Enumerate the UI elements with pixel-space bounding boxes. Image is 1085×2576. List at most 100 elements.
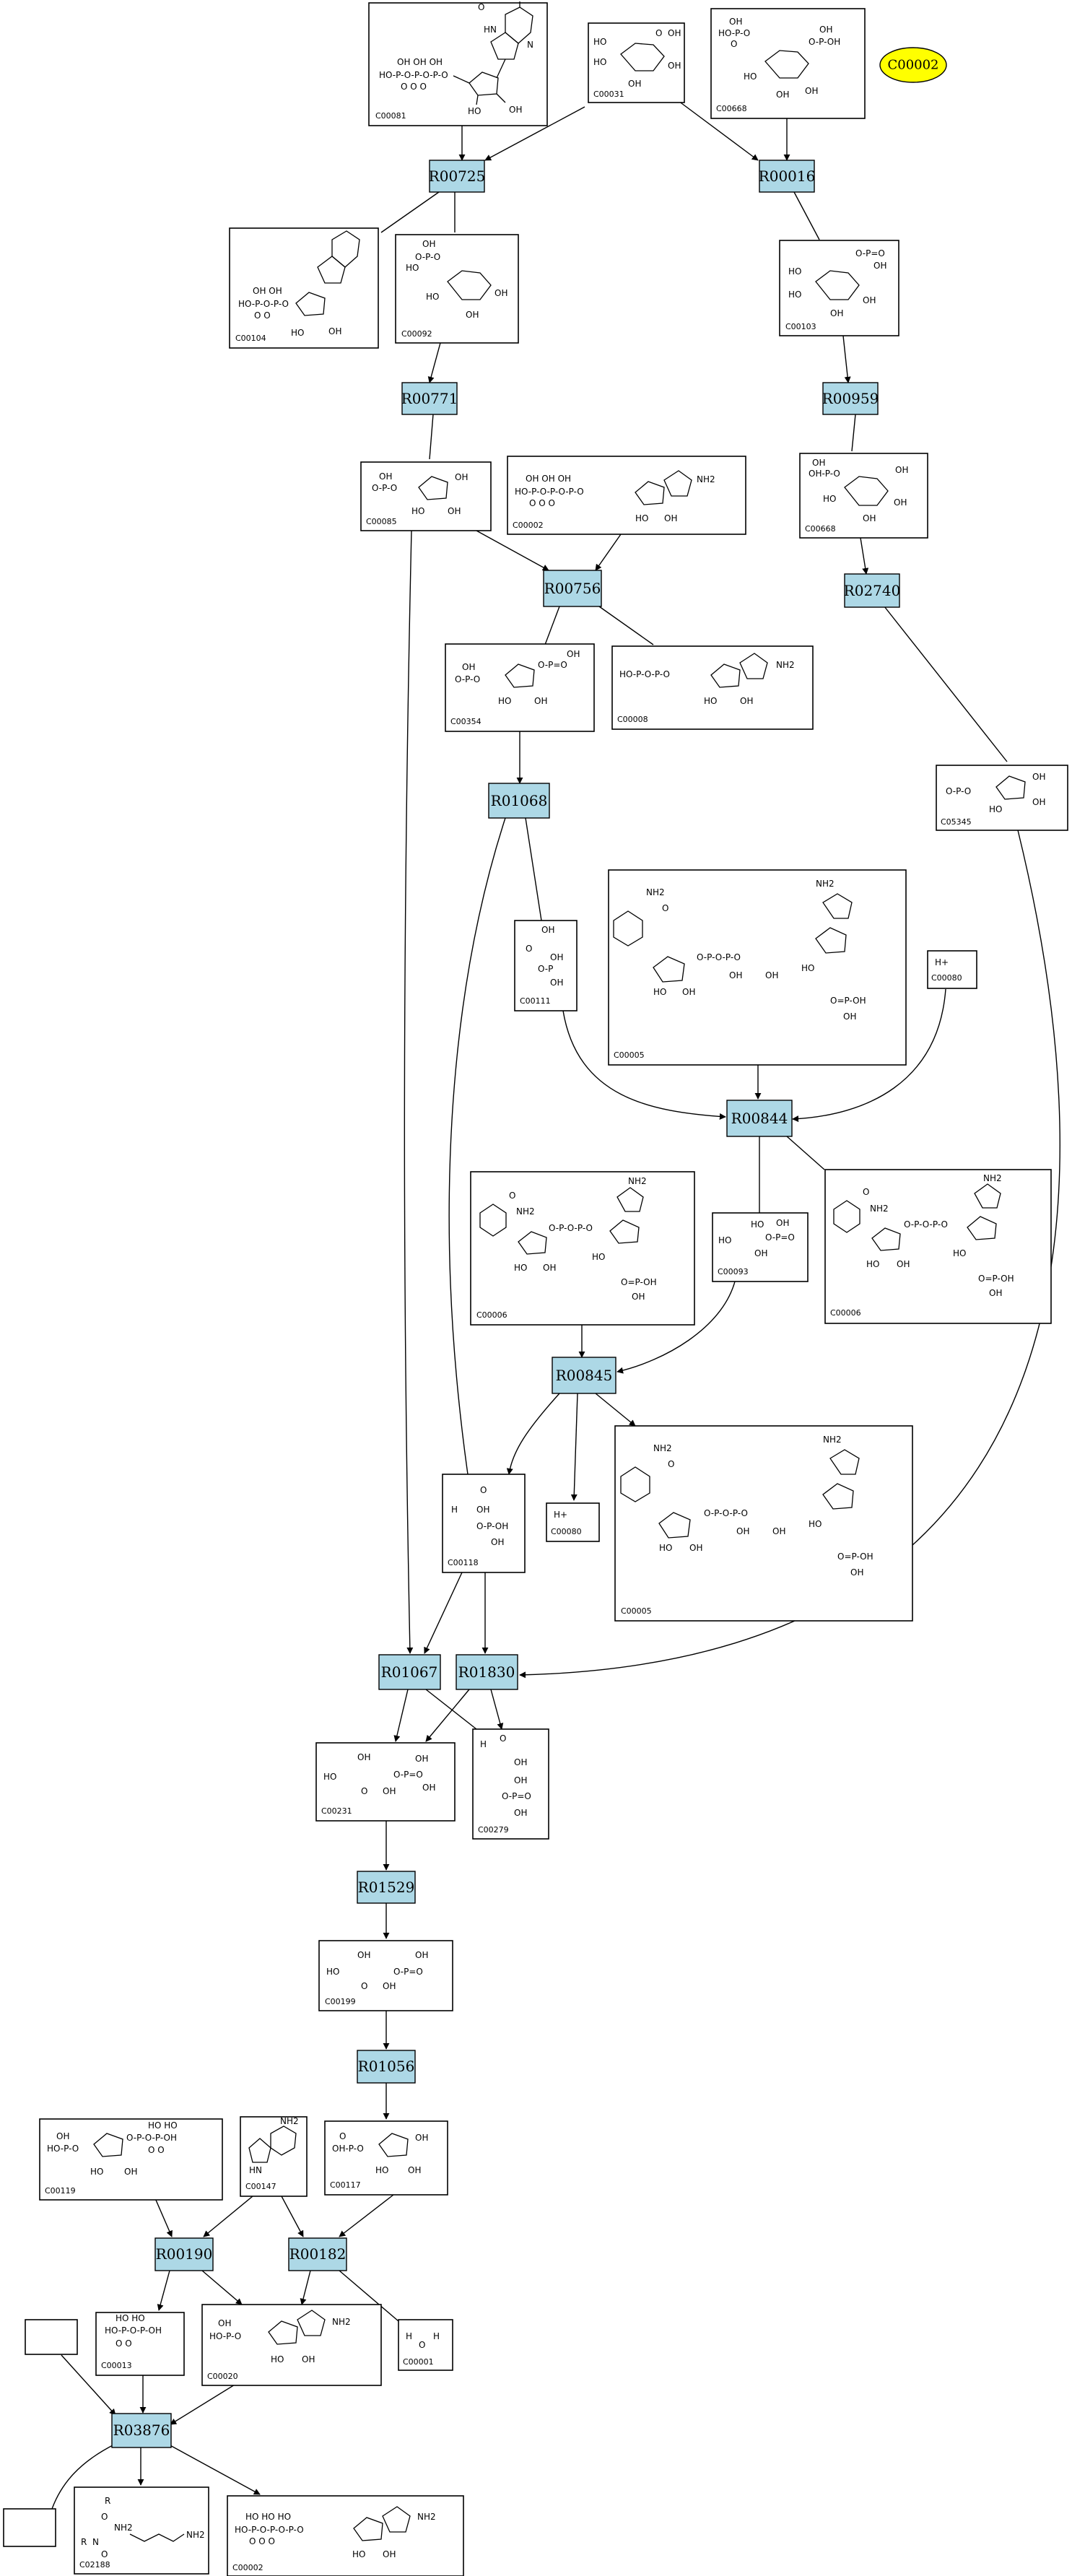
atom-label: OH [843,1011,856,1022]
edge [544,606,560,645]
reaction-label: R00016 [759,167,816,185]
atom-label: O O [116,2338,132,2349]
atom-label: HO [326,1967,339,1977]
atom-label: HO [271,2354,284,2364]
atom-label: OH [1032,797,1045,807]
reaction-node[interactable]: R00959 [822,382,879,415]
atom-label: OH [422,239,435,249]
compound-label: C00111 [520,996,551,1006]
reaction-node[interactable]: R00016 [759,160,816,193]
reaction-node[interactable]: R00844 [726,1100,793,1137]
compound-node[interactable]: OH O OH O-P OH C00111 [514,920,578,1011]
compound-node-blank[interactable] [3,2508,56,2547]
compound-node[interactable]: H+ C00080 [927,950,977,989]
atom-label: HO-P-O-P-OH [105,2325,162,2336]
edge [884,606,1008,762]
compound-node[interactable]: OH OH HO O-P=O O OH OH C00231 [315,1742,456,1822]
compound-node[interactable]: H O H C00001 [398,2319,453,2371]
compound-node[interactable]: OH OH HO O-P=O O OH C00199 [318,1940,453,2011]
compound-node[interactable]: HO-P-O-P-O OH OH O O HO OH C00104 [229,227,379,349]
molecule-structure [833,1200,860,1233]
atom-label: O-P=O [393,1967,423,1977]
molecule-structure [815,927,847,954]
compound-node[interactable]: O-P=O OH HO HO OH OH C00103 [779,240,899,336]
atom-label: HO HO [148,2120,178,2131]
compound-node[interactable]: NH2 O NH2 O-P-O-P-O OH OH HO OH HO O=P-O… [614,1425,913,1622]
edge [339,2194,394,2237]
compound-node[interactable]: HO-P-O OH NH2 HO OH C00020 [201,2304,382,2386]
reaction-node[interactable]: R03876 [111,2413,172,2448]
reaction-node[interactable]: R00725 [429,160,486,193]
compound-node[interactable]: H+ C00080 [546,1502,600,1542]
edge [393,1689,409,1742]
atom-label: O=P-OH [830,996,866,1006]
compound-node[interactable]: O-P-O OH HO HO OH OH C00092 [395,234,519,344]
compound-node[interactable]: NH2 O NH2 O-P-O-P-O OH OH HO OH HO O=P-O… [608,869,907,1066]
atom-label: OH [383,1786,396,1796]
compound-node[interactable]: O NH2 NH2 O-P-O-P-O HO OH HO O=P-OH OH C… [824,1169,1052,1324]
atom-label: O [478,2,484,12]
compound-node[interactable]: O NH2 NH2 O-P-O-P-O HO OH HO O=P-OH OH C… [470,1171,695,1326]
compound-node[interactable]: HO-P-O-P-O NH2 HO OH C00008 [611,645,814,730]
reaction-node[interactable]: R01067 [378,1654,441,1690]
atom-label: O-P-O-P-OH [126,2133,177,2143]
atom-label: O-P=O [855,248,885,258]
atom-label: OH [740,696,753,706]
compound-node[interactable]: O-P-O OH O-P=O OH HO OH C00354 [445,643,595,732]
reaction-node[interactable]: R01830 [456,1654,518,1690]
molecule-structure [297,2310,326,2336]
compound-node[interactable]: HO-P-O OH O O-P-OH OH HO OH OH C00668 [710,8,866,119]
atom-label: OH [550,952,563,962]
compound-node[interactable]: HO O OH HO OH OH C00031 [588,22,685,103]
compound-node[interactable]: OH-P-O OH OH HO OH OH C00668 [799,453,928,539]
reaction-node[interactable]: R01068 [488,783,550,819]
highlight-compound[interactable]: C00002 [879,47,947,83]
atom-label: HO [635,513,648,523]
compound-node[interactable]: OH-P-O O OH HO OH C00117 [324,2120,448,2196]
atom-label: HO [323,1772,336,1782]
atom-label: HO [468,106,481,116]
reaction-node[interactable]: R00182 [288,2237,347,2271]
molecule-structure [270,2125,297,2156]
atom-label: OH [302,2354,315,2364]
compound-node[interactable]: HO-P-O-P-O-P-O OH OH OH O O O NH2 HO OH … [507,456,746,535]
atom-label: OH [682,987,695,997]
atom-label: HN [249,2165,262,2175]
compound-node[interactable]: O-P-O OH HO OH C05345 [936,765,1068,831]
compound-label: C00002 [513,521,544,530]
compound-node[interactable]: NH2 HN C00147 [240,2116,308,2197]
compound-node[interactable]: H O OH OH O-P=O OH C00279 [472,1728,549,1840]
atom-label: NH2 [823,1435,842,1445]
atom-label: OH [357,1752,370,1762]
compound-node[interactable]: HO-P-O OH O-P-O-P-OH HO HO O O HO OH C00… [39,2118,223,2201]
atom-label: OH [422,1783,435,1793]
atom-label: OH [124,2167,137,2177]
reaction-node[interactable]: R00756 [543,570,602,607]
compound-node[interactable]: O HN N HO-P-O-P-O-P-O OH OH OH O O O HO … [368,1,548,126]
reaction-node[interactable]: R01056 [357,2050,416,2084]
atom-label: O-P=O [393,1770,423,1780]
atom-label: O [339,2131,346,2141]
atom-label: H [451,1505,458,1515]
atom-label: OH [736,1526,749,1536]
edge [300,2270,311,2305]
reaction-node[interactable]: R01529 [357,1871,416,1904]
compound-node[interactable]: O-P-O OH OH HO OH C00085 [360,461,492,531]
reaction-node[interactable]: R00190 [154,2237,214,2271]
compound-node-blank[interactable] [25,2319,78,2355]
reaction-node[interactable]: R00845 [552,1357,616,1394]
compound-node[interactable]: R O NH2 R N O NH2 C02188 [74,2486,209,2575]
atom-label: OH [812,458,825,468]
reaction-node[interactable]: R00771 [401,382,458,415]
edge [476,530,549,571]
compound-node[interactable]: O H OH O-P-OH OH C00118 [442,1474,526,1573]
compound-label: C00103 [785,322,816,331]
compound-node[interactable]: HO OH HO O-P=O OH C00093 [712,1212,809,1282]
compound-node[interactable]: HO-P-O-P-OH HO HO O O C00013 [95,2312,185,2376]
reaction-label: R01529 [358,1879,415,1896]
reaction-node[interactable]: R02740 [844,573,901,608]
compound-label: C00005 [621,1606,652,1616]
compound-node[interactable]: HO-P-O-P-O-P-O HO HO HO O O O NH2 HO OH … [227,2495,464,2576]
edge [154,2198,173,2237]
edge [595,1393,636,1427]
